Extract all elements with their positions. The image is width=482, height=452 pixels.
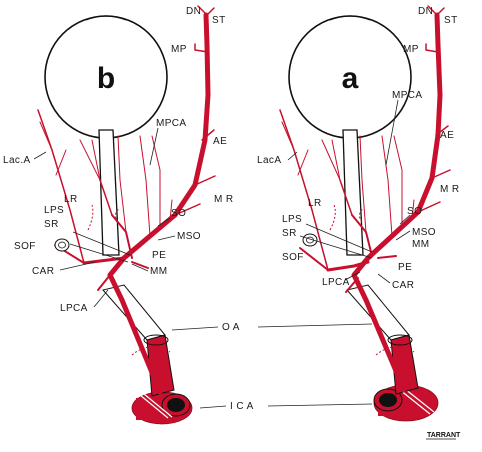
label-laca-a: LacA <box>257 155 281 166</box>
leaders-a <box>287 99 411 284</box>
panel-letter-a: a <box>342 62 359 95</box>
label-mp-a: MP <box>403 44 419 55</box>
label-ae-a: AE <box>440 130 454 141</box>
label-sof-a: SOF <box>282 252 304 263</box>
artery-tree-a <box>279 5 451 393</box>
artist-signature: TARRANT <box>427 432 461 439</box>
label-mm-b: MM <box>150 266 167 277</box>
label-dn-b: DN <box>186 6 201 17</box>
cornea-a <box>329 15 371 21</box>
optic-nerve-b <box>98 129 120 256</box>
label-so-b: SO <box>171 208 186 219</box>
label-st-b: ST <box>212 15 226 26</box>
label-mp-b: MP <box>171 44 187 55</box>
label-ica: I C A <box>230 401 254 412</box>
label-car-b: CAR <box>32 266 54 277</box>
oa-ring-b <box>143 334 169 346</box>
leaders-b <box>33 127 176 308</box>
sof-marker-b <box>54 238 70 252</box>
label-sof-b: SOF <box>14 241 36 252</box>
label-st-a: ST <box>444 15 458 26</box>
label-oa: O A <box>222 322 240 333</box>
label-mr-b: M R <box>214 194 234 205</box>
label-so-a: SO <box>407 206 422 217</box>
ica-b <box>131 391 193 425</box>
label-mso-a: MSO <box>412 227 436 238</box>
panel-letter-b: b <box>97 62 115 95</box>
ica-a <box>373 384 439 422</box>
label-lps-a: LPS <box>282 214 302 225</box>
label-pe-b: PE <box>152 250 166 261</box>
artery-tree-b <box>37 5 216 395</box>
cornea-b <box>85 15 127 21</box>
label-sr-b: SR <box>44 219 59 230</box>
label-lps-b: LPS <box>44 205 64 216</box>
label-lpca-a: LPCA <box>322 277 350 288</box>
panel-a: a <box>257 5 460 422</box>
optic-nerve-a <box>342 129 364 256</box>
panel-b: b <box>3 5 234 425</box>
label-lr-a: LR <box>308 198 322 209</box>
label-pe-a: PE <box>398 262 412 273</box>
label-mm-a: MM <box>412 239 429 250</box>
label-lpca-b: LPCA <box>60 303 88 314</box>
sof-marker-a <box>302 233 318 247</box>
label-mso-b: MSO <box>177 231 201 242</box>
shared-labels: O A I C A TARRANT <box>171 322 461 440</box>
oa-ring-a <box>387 334 413 346</box>
label-mpca-a: MPCA <box>392 90 423 101</box>
label-mpca-b: MPCA <box>156 118 187 129</box>
label-ae-b: AE <box>213 136 227 147</box>
label-car-a: CAR <box>392 280 414 291</box>
label-laca-b: Lac.A <box>3 155 31 166</box>
label-sr-a: SR <box>282 228 297 239</box>
label-dn-a: DN <box>418 6 433 17</box>
label-lr-b: LR <box>64 194 78 205</box>
label-mr-a: M R <box>440 184 460 195</box>
